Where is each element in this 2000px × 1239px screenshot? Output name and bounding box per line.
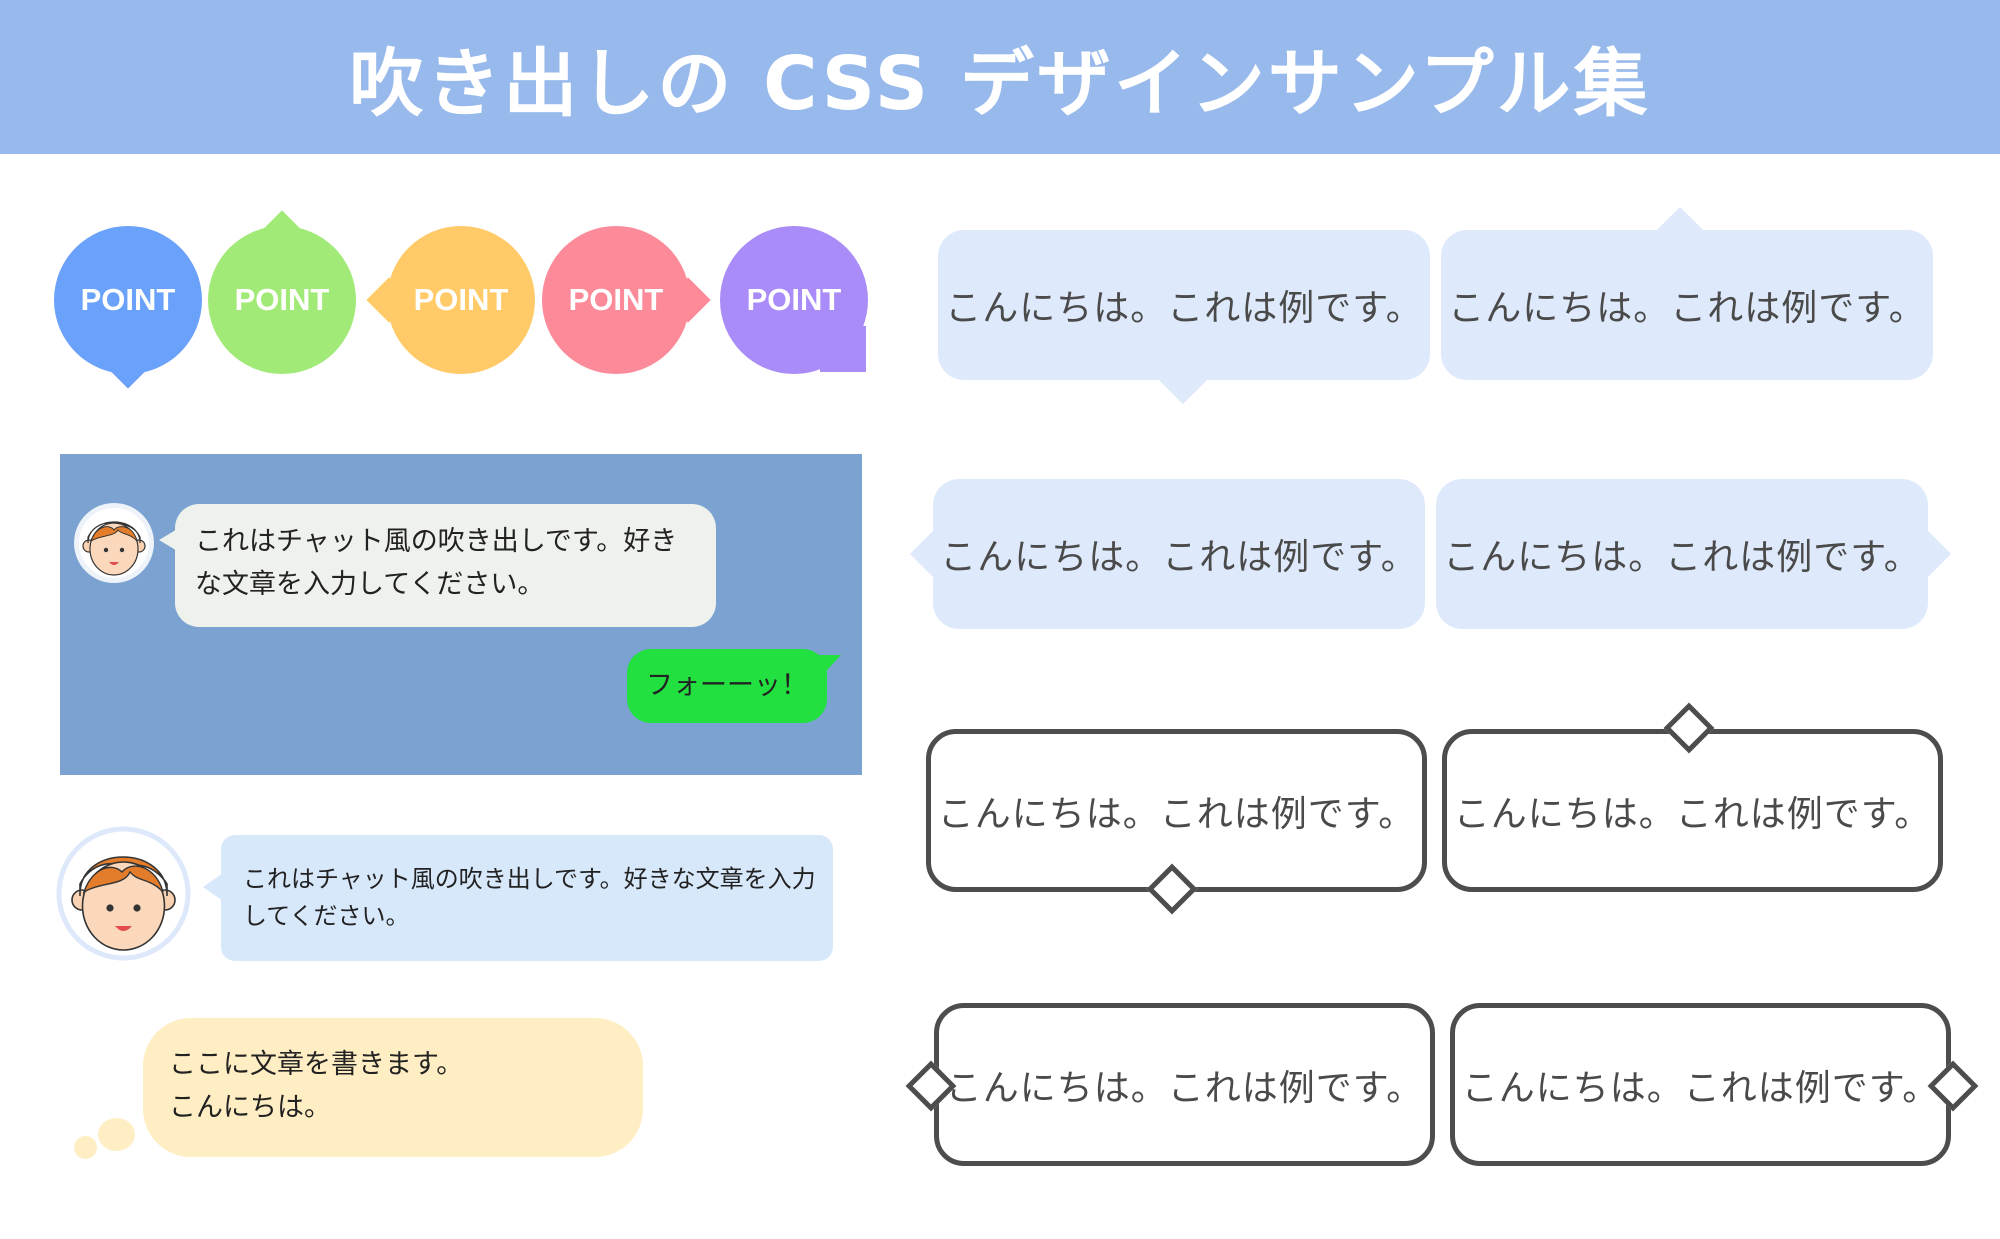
outline-bubble-tail-right: こんにちは。これは例です。 [1450,1003,1979,1166]
bubble-tail [817,655,841,681]
bubble-text: こんにちは。これは例です。 [1461,1067,1940,1109]
bubble-tail [1655,206,1705,256]
outline-bubble-tail-bottom: こんにちは。これは例です。 [926,729,1427,915]
point-badge-tail-bottom-right: POINT [720,226,868,374]
thought-dot-large [98,1118,135,1151]
chat-sent-bubble: フォーーッ！ [627,649,841,723]
thought-bubble: ここに文章を書きます。 こんにちは。 [143,1018,643,1157]
point-badge-tail-top: POINT [208,210,356,374]
avatar-large [56,826,191,965]
badge-circle [720,226,868,374]
badge-label: POINT [80,282,176,317]
bubble-text: こんにちは。これは例です。 [1453,793,1932,835]
badge-label: POINT [234,282,330,317]
title-banner: 吹き出しの CSS デザインサンプル集 [0,0,2000,154]
badge-label: POINT [413,282,509,317]
bubble-tail [1663,702,1715,754]
point-badge-tail-bottom: POINT [54,226,202,389]
bubble-text: こんにちは。これは例です。 [940,537,1418,578]
avatar [74,503,154,587]
badge-label: POINT [746,282,842,317]
outline-bubble-tail-top: こんにちは。これは例です。 [1442,702,1943,892]
bubble-text: こんにちは。これは例です。 [1448,288,1926,329]
bubble-text: こんにちは。これは例です。 [1443,537,1921,578]
thought-line-2: こんにちは。 [169,1092,331,1123]
soft-bubble-tail-left: こんにちは。これは例です。 [909,479,1425,629]
soft-bubble-tail-bottom: こんにちは。これは例です。 [938,230,1430,405]
thought-dot-small [74,1136,97,1159]
bubble-tail [159,528,179,552]
chat-received-bubble: これはチャット風の吹き出しです。好きな文章を入力してください。 [159,504,716,627]
bubble-tail [203,873,223,901]
bubble-tail [1158,355,1208,405]
badge-label: POINT [568,282,664,317]
soft-bubble-tail-top: こんにちは。これは例です。 [1441,206,1933,380]
point-badge-tail-right: POINT [542,226,711,374]
bubble-text: こんにちは。これは例です。 [945,288,1423,329]
badge-circle [542,226,690,374]
bubble-text: こんにちは。これは例です。 [945,1067,1424,1109]
avatar-chat-text: これはチャット風の吹き出しです。好きな文章を入力してください。 [243,865,816,930]
badge-circle [208,226,356,374]
chat-received-text: これはチャット風の吹き出しです。好きな文章を入力してください。 [195,526,678,600]
point-badge-tail-left: POINT [366,226,535,374]
chat-sent-text: フォーーッ！ [646,670,808,701]
outline-bubble-tail-left: こんにちは。これは例です。 [905,1003,1435,1166]
chat-panel: これはチャット風の吹き出しです。好きな文章を入力してください。 フォーーッ！ [60,454,862,775]
badge-circle [387,226,535,374]
badge-circle [54,226,202,374]
thought-line-1: ここに文章を書きます。 [169,1049,464,1080]
avatar-chat-bubble: これはチャット風の吹き出しです。好きな文章を入力してください。 [203,835,833,961]
bubble-text: こんにちは。これは例です。 [937,793,1416,835]
bubble-tail [1146,863,1198,915]
soft-bubble-tail-right: こんにちは。これは例です。 [1436,479,1952,629]
page-title: 吹き出しの CSS デザインサンプル集 [349,40,1651,127]
